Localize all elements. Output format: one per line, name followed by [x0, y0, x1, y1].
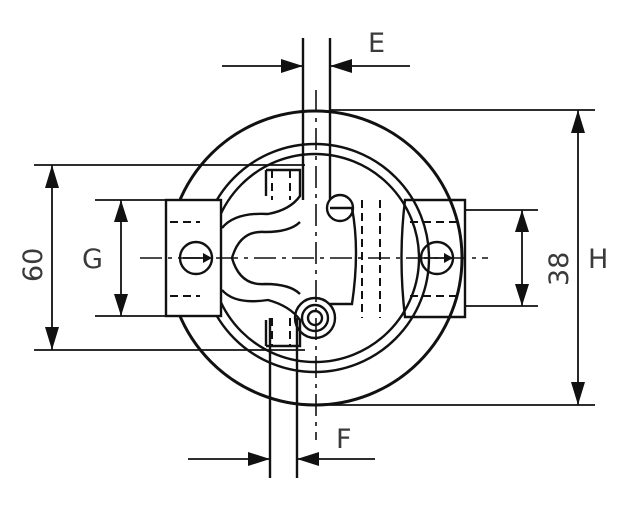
- label-60: 60: [18, 248, 49, 282]
- right-mounting-block: [400, 198, 467, 319]
- label-f: F: [336, 424, 352, 455]
- dimension-g: G: [82, 199, 166, 317]
- dimension-f: F: [188, 424, 375, 466]
- dimension-e: E: [222, 28, 410, 73]
- pivot-bolt: [293, 296, 337, 340]
- label-g: G: [82, 244, 103, 275]
- dimension-60: 60: [18, 164, 305, 351]
- bottom-shaft: [268, 318, 299, 478]
- dimension-38: 38: [465, 209, 575, 307]
- top-shaft: [301, 38, 332, 200]
- label-38: 38: [544, 252, 575, 286]
- dimension-h: H: [330, 109, 608, 406]
- label-h: H: [588, 244, 608, 275]
- label-e: E: [368, 28, 385, 59]
- center-lines: [140, 90, 488, 440]
- central-cam-body: [221, 168, 381, 348]
